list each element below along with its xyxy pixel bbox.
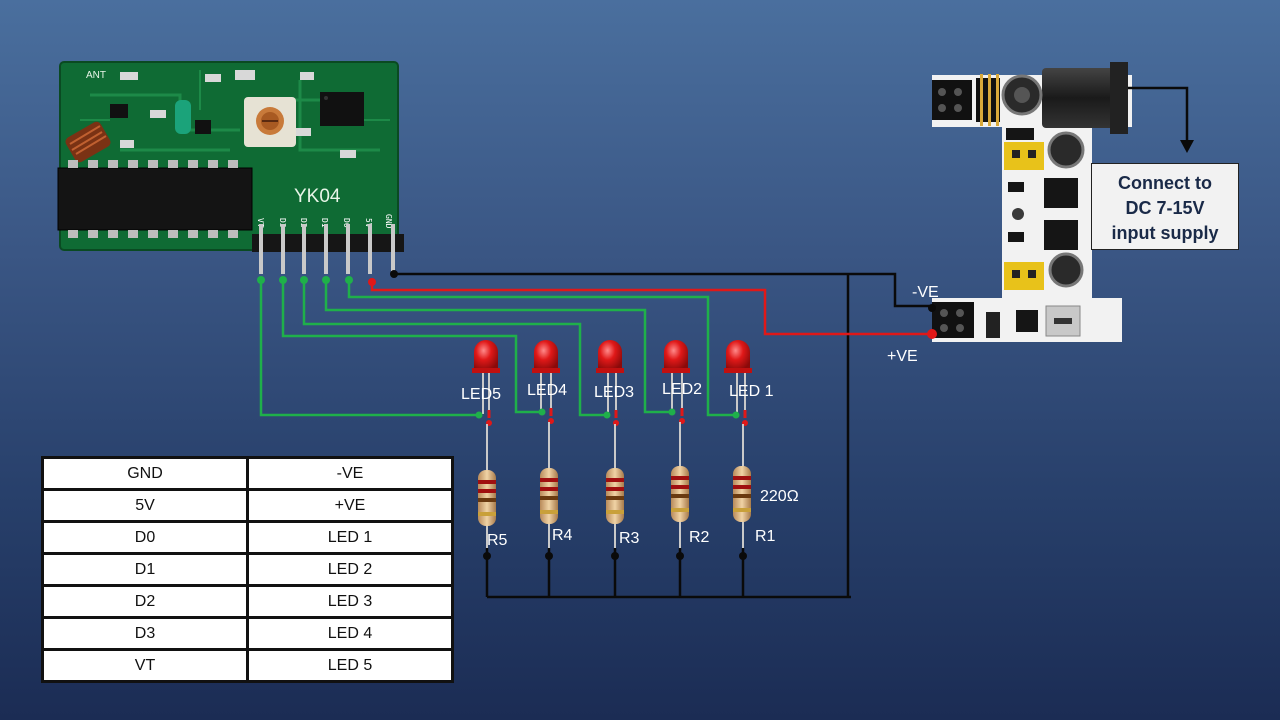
wire-vt-led5 bbox=[259, 280, 479, 417]
table-pin-cell: D1 bbox=[41, 552, 249, 587]
resistor-label-5: R5 bbox=[487, 532, 508, 549]
supply-arrow bbox=[1128, 86, 1194, 153]
antenna-coil bbox=[65, 121, 111, 163]
table-row: D0 LED 1 bbox=[41, 520, 454, 555]
led-5 bbox=[474, 340, 498, 370]
pin-label-d1: D1 bbox=[320, 218, 329, 228]
led-label-2: LED2 bbox=[662, 381, 702, 398]
table-row: VT LED 5 bbox=[41, 648, 454, 683]
table-row: GND -VE bbox=[41, 456, 454, 491]
header-pins bbox=[252, 224, 404, 274]
table-connection-cell: LED 5 bbox=[246, 648, 454, 683]
table-row: 5V +VE bbox=[41, 488, 454, 523]
pin-label-vt: VT bbox=[256, 218, 265, 228]
table-pin-cell: GND bbox=[41, 456, 249, 491]
led-label-5: LED5 bbox=[461, 386, 501, 403]
table-connection-cell: LED 2 bbox=[246, 552, 454, 587]
pin-label-d2: D2 bbox=[299, 218, 308, 228]
resistor-3 bbox=[606, 468, 624, 524]
supply-note-line-1: Connect to bbox=[1118, 173, 1212, 193]
led-label-4: LED4 bbox=[527, 382, 567, 399]
led-label-1: LED 1 bbox=[729, 383, 774, 400]
resistor-5 bbox=[478, 470, 496, 526]
resistor-label-1: R1 bbox=[755, 528, 776, 545]
wire-d1-led2 bbox=[324, 280, 672, 414]
led-column-5: LED5 R5 bbox=[461, 340, 508, 549]
led-column-1: LED 1 R1 bbox=[724, 340, 776, 548]
signal-wires bbox=[259, 280, 736, 417]
resistor-2 bbox=[671, 466, 689, 522]
table-pin-cell: D0 bbox=[41, 520, 249, 555]
resistor-1 bbox=[733, 466, 751, 522]
led-3 bbox=[598, 340, 622, 370]
dc-jack bbox=[1042, 62, 1128, 134]
led-1 bbox=[726, 340, 750, 370]
table-row: D1 LED 2 bbox=[41, 552, 454, 587]
resistor-value-label: 220Ω bbox=[760, 488, 799, 505]
pin-label-5v: 5V bbox=[364, 218, 373, 228]
table-connection-cell: LED 1 bbox=[246, 520, 454, 555]
led-column-3: LED3 R3 bbox=[594, 340, 640, 548]
table-connection-cell: -VE bbox=[246, 456, 454, 491]
table-connection-cell: LED 3 bbox=[246, 584, 454, 619]
resistor-label-2: R2 bbox=[689, 529, 710, 546]
wire-d3-led4 bbox=[281, 280, 542, 414]
table-pin-cell: D2 bbox=[41, 584, 249, 619]
pin-labels: VT D3 D2 D1 D0 5V GND bbox=[256, 214, 393, 229]
table-pin-cell: 5V bbox=[41, 488, 249, 523]
decoder-ic bbox=[57, 160, 253, 238]
resistor-label-3: R3 bbox=[619, 530, 640, 547]
supply-note-box: Connect to DC 7-15V input supply bbox=[1091, 163, 1239, 250]
resistor-4 bbox=[540, 468, 558, 524]
wire-d2-led3 bbox=[302, 280, 607, 417]
receiver-module: ANT bbox=[57, 61, 404, 274]
pin-label-d0: D0 bbox=[342, 218, 351, 228]
wire-d0-led1 bbox=[347, 280, 736, 417]
supply-note-line-2: DC 7-15V bbox=[1125, 198, 1205, 218]
positive-terminal-label: +VE bbox=[887, 348, 918, 365]
pin-mapping-table: GND -VE 5V +VE D0 LED 1 D1 LED 2 D2 LED … bbox=[41, 456, 454, 683]
table-row: D3 LED 4 bbox=[41, 616, 454, 651]
resistor-label-4: R4 bbox=[552, 527, 573, 544]
led-label-3: LED3 bbox=[594, 384, 634, 401]
table-pin-cell: VT bbox=[41, 648, 249, 683]
positive-wire bbox=[370, 280, 932, 336]
table-connection-cell: +VE bbox=[246, 488, 454, 523]
junction-dots bbox=[257, 270, 937, 560]
module-name: YK04 bbox=[294, 186, 341, 207]
negative-terminal-label: -VE bbox=[912, 284, 939, 301]
table-connection-cell: LED 4 bbox=[246, 616, 454, 651]
ground-wires bbox=[394, 272, 932, 599]
supply-note-line-3: input supply bbox=[1111, 223, 1219, 243]
led-column-2: LED2 R2 bbox=[662, 340, 710, 548]
led-column-4: LED4 R4 bbox=[527, 340, 573, 548]
table-pin-cell: D3 bbox=[41, 616, 249, 651]
pin-label-gnd: GND bbox=[384, 214, 393, 229]
led-2 bbox=[664, 340, 688, 370]
power-supply-module bbox=[932, 62, 1132, 342]
antenna-label: ANT bbox=[86, 70, 106, 81]
led-4 bbox=[534, 340, 558, 370]
table-row: D2 LED 3 bbox=[41, 584, 454, 619]
pin-label-d3: D3 bbox=[278, 218, 287, 228]
trimmer-pot bbox=[244, 97, 296, 147]
